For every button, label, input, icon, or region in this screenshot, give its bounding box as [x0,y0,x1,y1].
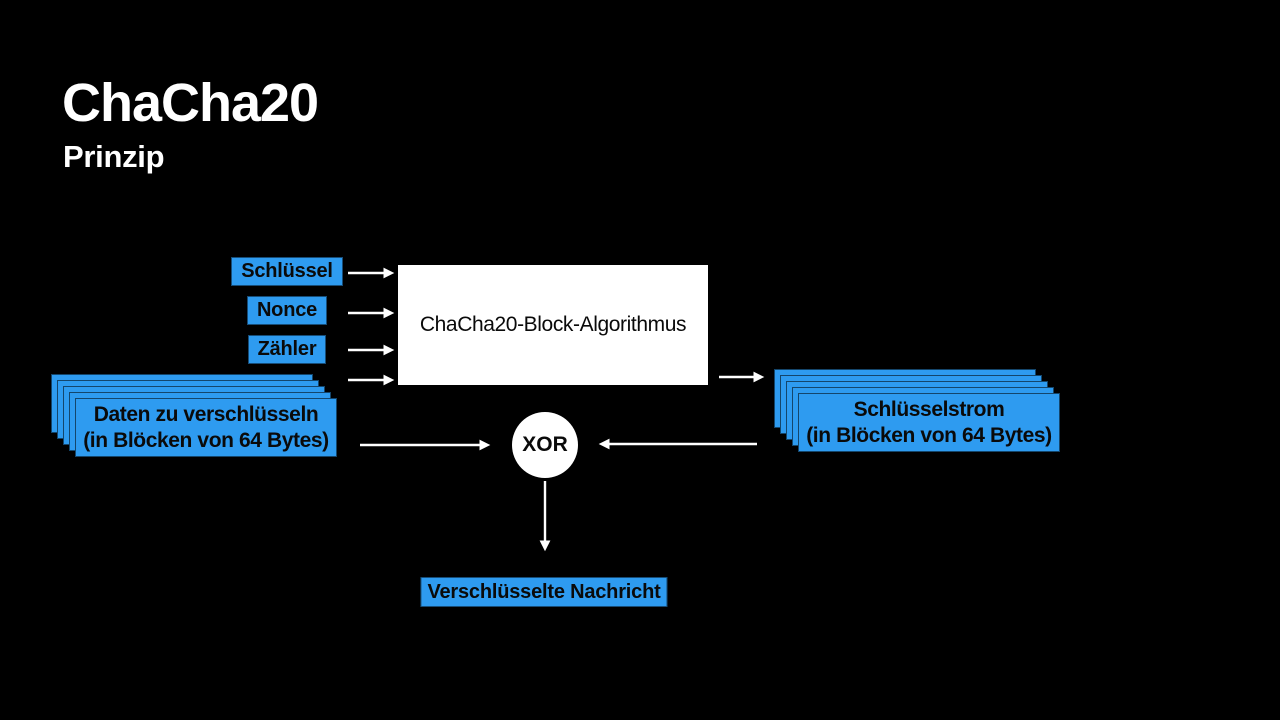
input-labels: Schlüssel Nonce Zähler [203,257,371,364]
stack-card-front: Daten zu verschlüsseln (in Blöcken von 6… [75,398,337,457]
page-subtitle: Prinzip [63,139,165,174]
xor-circle: XOR [512,412,578,478]
block-algorithm-label: ChaCha20-Block-Algorithmus [419,313,687,336]
input-label-nonce: Nonce [246,296,328,325]
stack-card-front: Schlüsselstrom (in Blöcken von 64 Bytes) [798,393,1060,452]
page-title: ChaCha20 [62,73,319,133]
card-line2: (in Blöcken von 64 Bytes) [806,423,1052,447]
output-label: Verschlüsselte Nachricht [427,581,661,603]
card-line1: Daten zu verschlüsseln [93,402,319,426]
plaintext-stack: Daten zu verschlüsseln (in Blöcken von 6… [51,374,338,458]
block-algorithm-box: ChaCha20-Block-Algorithmus [398,265,708,385]
card-line1: Schlüsselstrom [853,397,1005,421]
xor-label: XOR [522,433,568,456]
input-label-zaehler: Zähler [247,335,327,364]
output-box: Verschlüsselte Nachricht [420,577,668,607]
input-label-schluessel: Schlüssel [231,257,343,286]
card-line2: (in Blöcken von 64 Bytes) [83,428,329,452]
keystream-stack: Schlüsselstrom (in Blöcken von 64 Bytes)… [774,369,1060,453]
